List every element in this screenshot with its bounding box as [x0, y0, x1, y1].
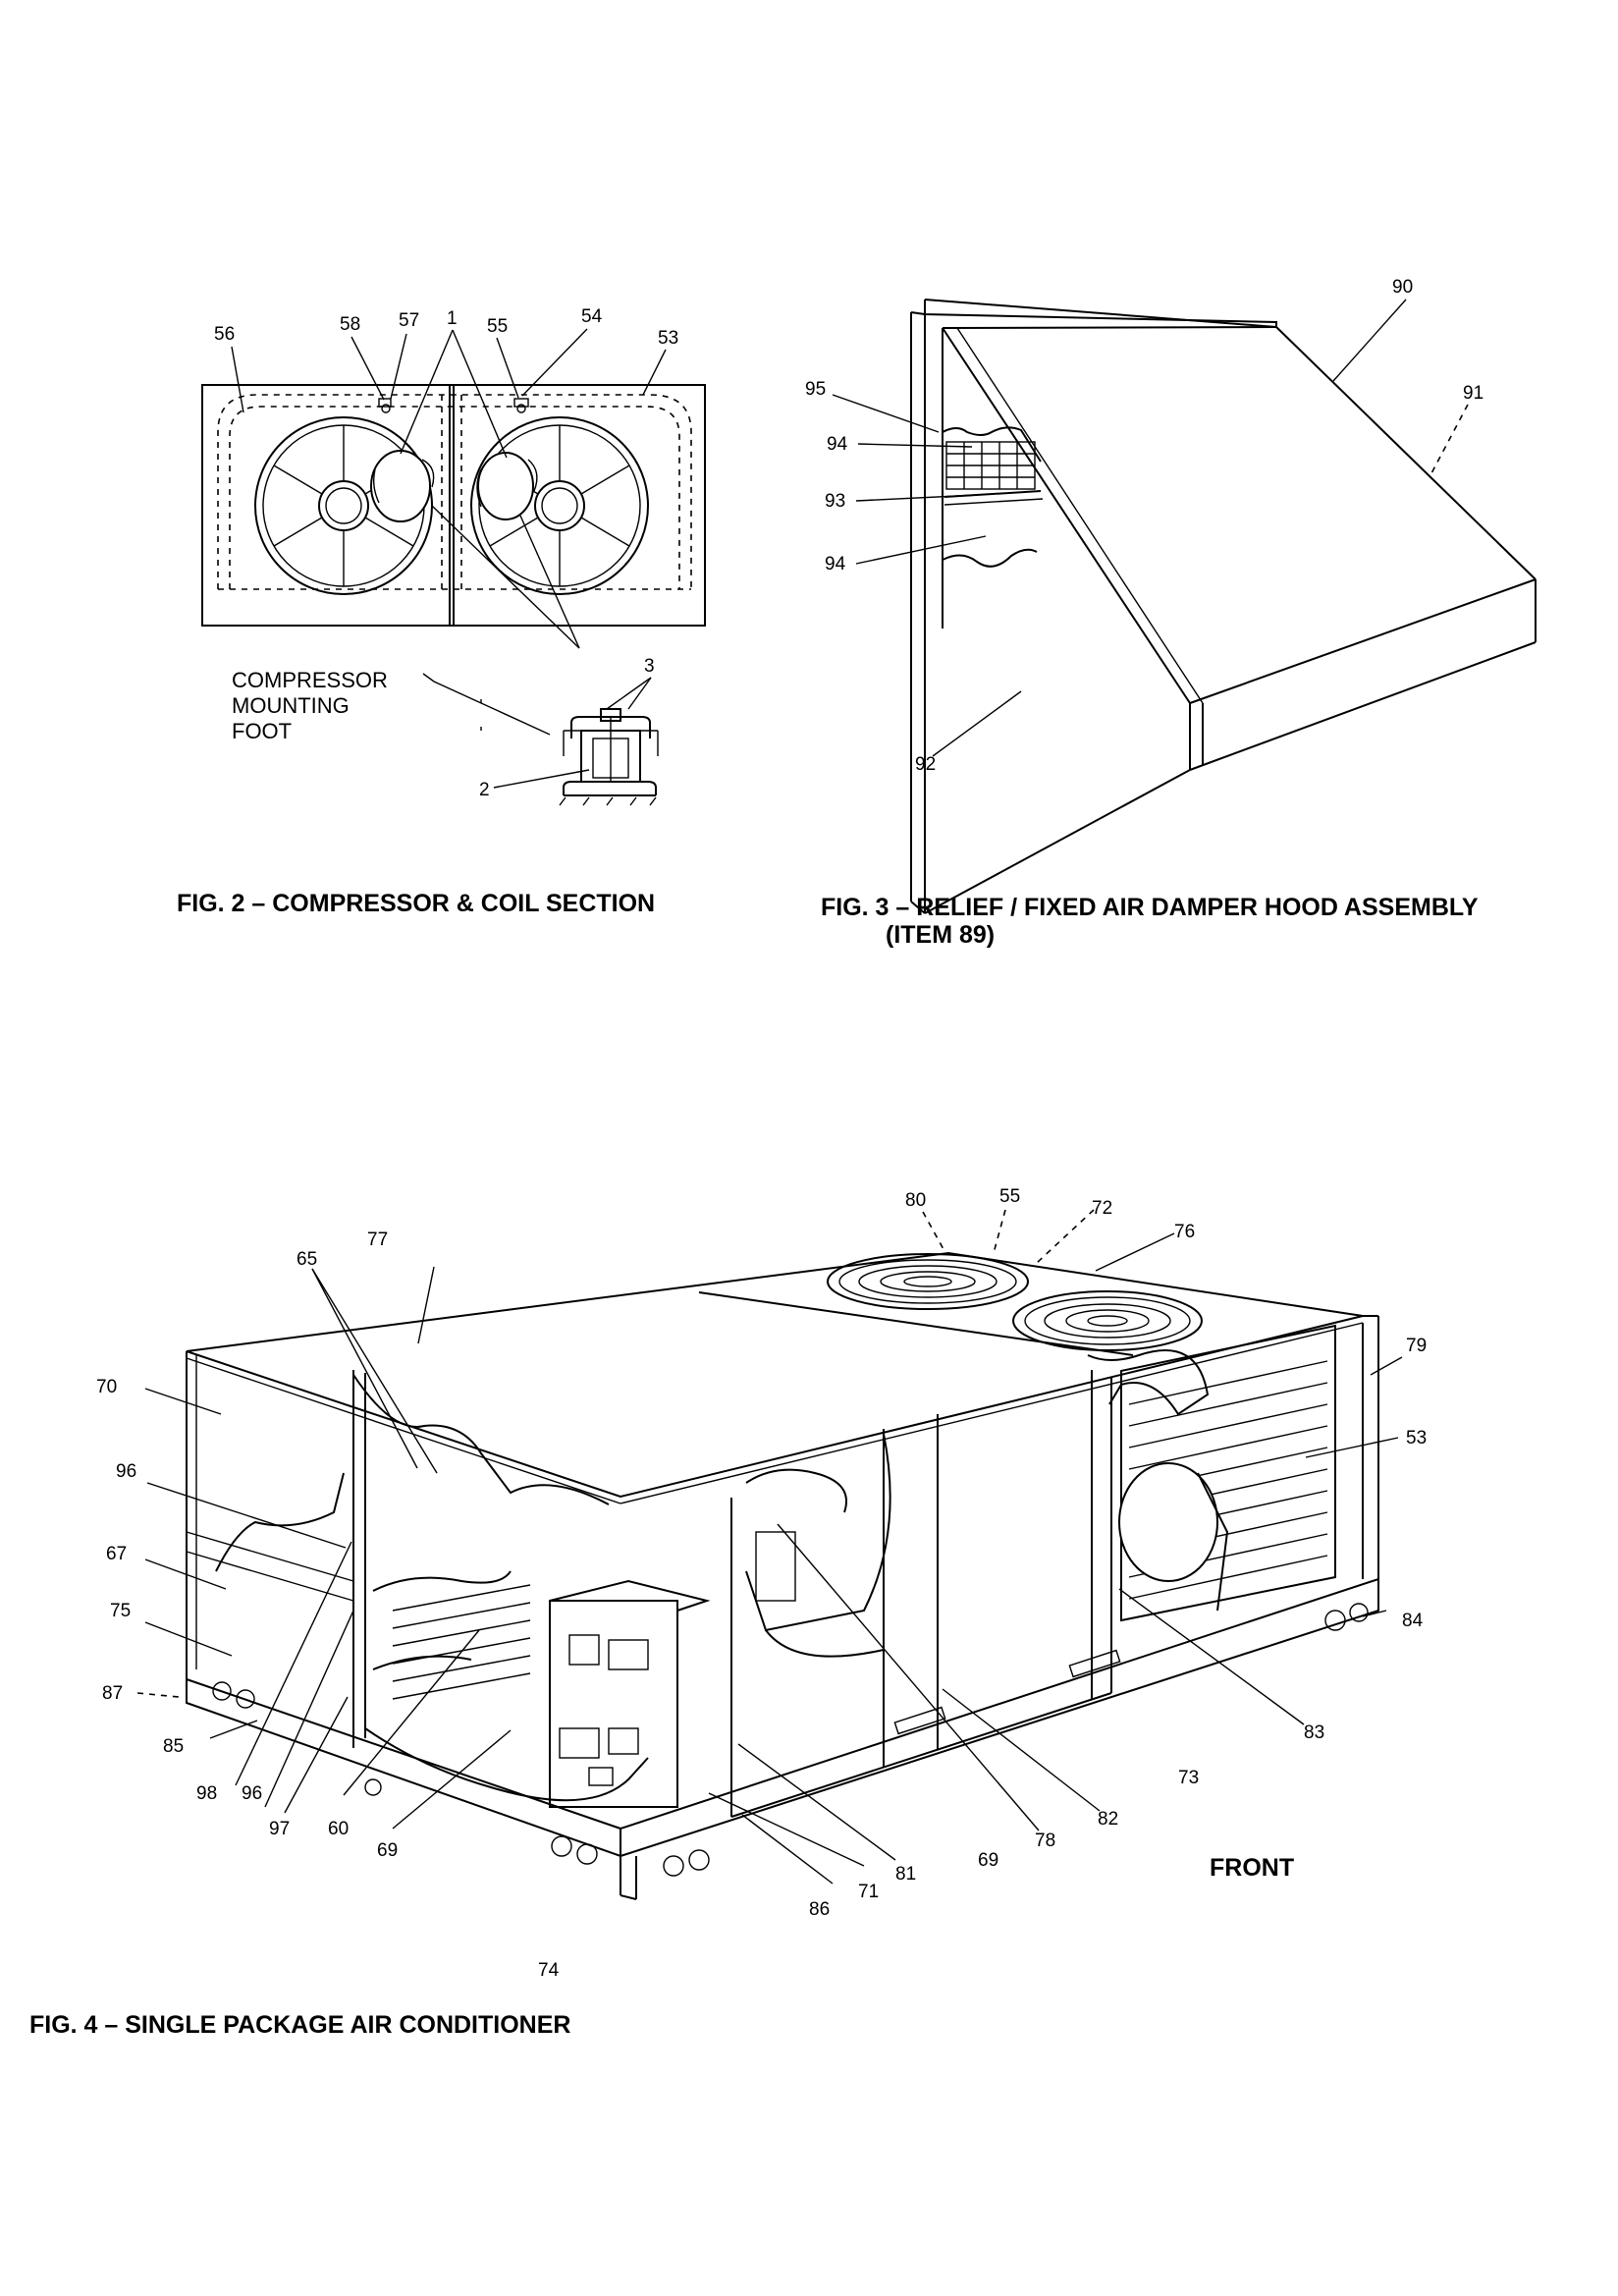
fig2-callout: 1	[447, 308, 458, 329]
fig2-callout: 2	[479, 780, 490, 800]
fig3-callout: 93	[825, 491, 845, 512]
fig2-callout: 56	[214, 324, 235, 345]
fig2-callout: 58	[340, 314, 360, 335]
fig4-callout: 80	[905, 1190, 926, 1211]
fig2-callout: 57	[399, 310, 419, 331]
svg-text:COMPRESSOR: COMPRESSOR	[232, 668, 388, 692]
svg-text:MOUNTING: MOUNTING	[232, 693, 350, 718]
fig4-drawing	[136, 1209, 1403, 1900]
fig2-callout: 53	[658, 328, 678, 349]
fig4-callout: 96	[116, 1461, 136, 1482]
fig4-callout: 72	[1092, 1198, 1112, 1219]
fig4-callout: 83	[1304, 1722, 1324, 1743]
fig4-callout: 86	[809, 1899, 830, 1920]
fig4-callout: 81	[895, 1864, 916, 1885]
fig4-callouts: 80 55 72 76 77 65 79 70 53 96 67 75 84 8…	[96, 1186, 1427, 1981]
fig2-callouts: 56 58 57 1 55 54 53 3 2	[214, 306, 678, 800]
fig4-callout: 70	[96, 1377, 117, 1397]
fig2-caption: FIG. 2 – COMPRESSOR & COIL SECTION	[177, 890, 655, 917]
fig3-callout: 91	[1463, 383, 1483, 404]
fig2-callout: 55	[487, 316, 508, 337]
svg-text:FOOT: FOOT	[232, 719, 292, 743]
fig4-callout: 76	[1174, 1222, 1195, 1242]
fig4-callout: 65	[297, 1249, 317, 1270]
fig4-callout: 55	[999, 1186, 1020, 1207]
fig4-callout: 60	[328, 1819, 349, 1839]
fig4-callout: 77	[367, 1230, 388, 1250]
fig4-callout: 78	[1035, 1831, 1055, 1851]
fig3-callout: 94	[827, 434, 848, 455]
fig3-callout: 95	[805, 379, 826, 400]
fig4-caption: FIG. 4 – SINGLE PACKAGE AIR CONDITIONER	[29, 2011, 570, 2039]
fig4-callout: 87	[102, 1683, 123, 1704]
fig3-caption-line2: (ITEM 89)	[886, 921, 995, 949]
fig3-callout: 90	[1392, 277, 1413, 298]
fig3-callout: 94	[825, 554, 846, 574]
fig4-callout: 74	[538, 1960, 560, 1981]
fig3-drawing	[832, 299, 1537, 914]
fig2-drawing	[201, 328, 706, 806]
fig4-callout: 79	[1406, 1336, 1427, 1356]
fig4-callout: 84	[1402, 1611, 1424, 1631]
fig4-callout: 82	[1098, 1809, 1118, 1830]
fig4-callout: 71	[858, 1882, 879, 1902]
fig4-callout: 97	[269, 1819, 290, 1839]
fig4-callout: 69	[377, 1840, 398, 1861]
fig4-callout: 98	[196, 1783, 217, 1804]
fig4-callout: 67	[106, 1544, 127, 1564]
fig4-callout: 69	[978, 1850, 998, 1871]
fig4-callout: 85	[163, 1736, 184, 1757]
fig3-callouts: 90 91 95 94 93 94 92	[805, 277, 1483, 775]
fig4-callout: 96	[242, 1783, 262, 1804]
fig2-callout: 3	[644, 656, 655, 677]
fig4-front-label: FRONT	[1210, 1854, 1294, 1882]
fig2-callout: 54	[581, 306, 603, 327]
fig4-callout: 53	[1406, 1428, 1427, 1449]
fig4-callout: 73	[1178, 1768, 1199, 1788]
fig3-caption-line1: FIG. 3 – RELIEF / FIXED AIR DAMPER HOOD …	[821, 894, 1479, 921]
fig3-callout: 92	[915, 754, 936, 775]
fig4-callout: 75	[110, 1601, 131, 1621]
compressor-mounting-foot-label: COMPRESSOR MOUNTING FOOT	[232, 668, 388, 743]
